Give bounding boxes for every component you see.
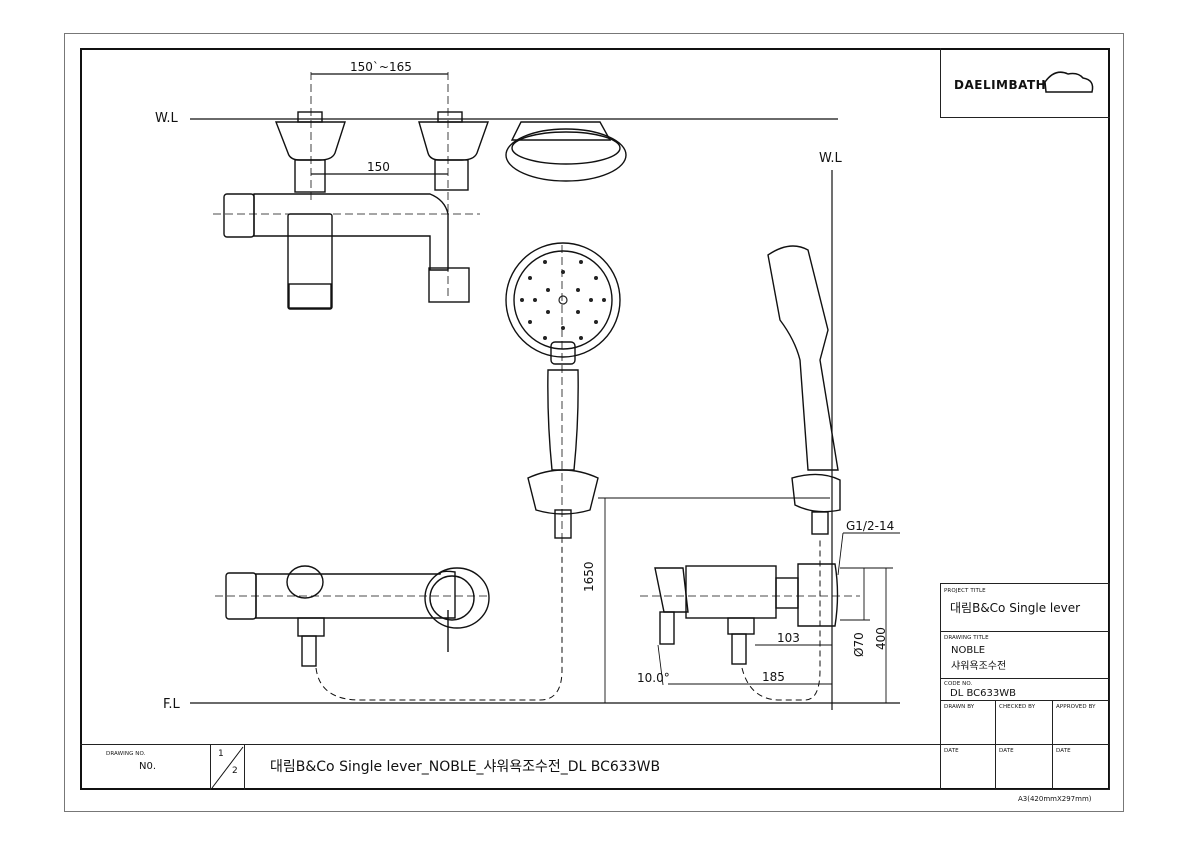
dim-thread: G1/2-14 bbox=[846, 519, 895, 533]
logo-box bbox=[940, 48, 1110, 118]
date-label-2: DATE bbox=[999, 748, 1014, 754]
paper-size: A3(420mmX297mm) bbox=[1018, 795, 1092, 803]
dim-angle: 10.0° bbox=[637, 671, 670, 685]
dim-span: 150 bbox=[367, 160, 390, 174]
wl-label-left: W.L bbox=[155, 111, 178, 126]
drawing-no: N0. bbox=[139, 761, 157, 772]
drawing-title-label: DRAWING TITLE bbox=[944, 635, 989, 641]
approved-by-label: APPROVED BY bbox=[1056, 704, 1096, 710]
project-title: 대림B&Co Single lever bbox=[950, 601, 1081, 615]
drawing-frame bbox=[80, 48, 1110, 790]
brand-logo: DAELIMBATH bbox=[954, 78, 1047, 92]
fl-label: F.L bbox=[163, 697, 180, 712]
spray-nozzles bbox=[520, 260, 606, 340]
side-elevation-body bbox=[654, 563, 839, 665]
date-box-3 bbox=[1052, 744, 1110, 790]
drawing-title-line1: NOBLE bbox=[951, 645, 986, 656]
dim-103: 103 bbox=[777, 631, 800, 645]
sheet-den: 2 bbox=[232, 766, 238, 776]
sheet-number-box bbox=[210, 744, 245, 790]
outer-border bbox=[64, 33, 1124, 812]
project-title-label: PROJECT TITLE bbox=[944, 588, 986, 594]
drawn-by-label: DRAWN BY bbox=[944, 704, 975, 710]
dim-span-range: 150`~165 bbox=[350, 60, 412, 74]
date-label-1: DATE bbox=[944, 748, 959, 754]
full-drawing-title: 대림B&Co Single lever_NOBLE_샤워욕조수전_DL BC63… bbox=[270, 759, 661, 775]
shower-head-top bbox=[505, 121, 627, 182]
sheet-num: 1 bbox=[218, 749, 224, 759]
hand-shower-front bbox=[505, 242, 621, 539]
top-view-faucet bbox=[223, 111, 489, 310]
bottom-title-bar bbox=[80, 744, 941, 790]
hand-shower-side bbox=[767, 245, 841, 535]
drawing-title-line2: 샤워욕조수전 bbox=[951, 661, 1007, 672]
wl-label-right: W.L bbox=[819, 151, 842, 166]
date-label-3: DATE bbox=[1056, 748, 1071, 754]
code-no: DL BC633WB bbox=[950, 688, 1016, 699]
checked-by-label: CHECKED BY bbox=[999, 704, 1036, 710]
code-no-label: CODE NO. bbox=[944, 681, 973, 687]
drawing-no-label: DRAWING NO. bbox=[106, 751, 146, 757]
dim-185: 185 bbox=[762, 670, 785, 684]
front-elevation-body bbox=[225, 565, 490, 667]
